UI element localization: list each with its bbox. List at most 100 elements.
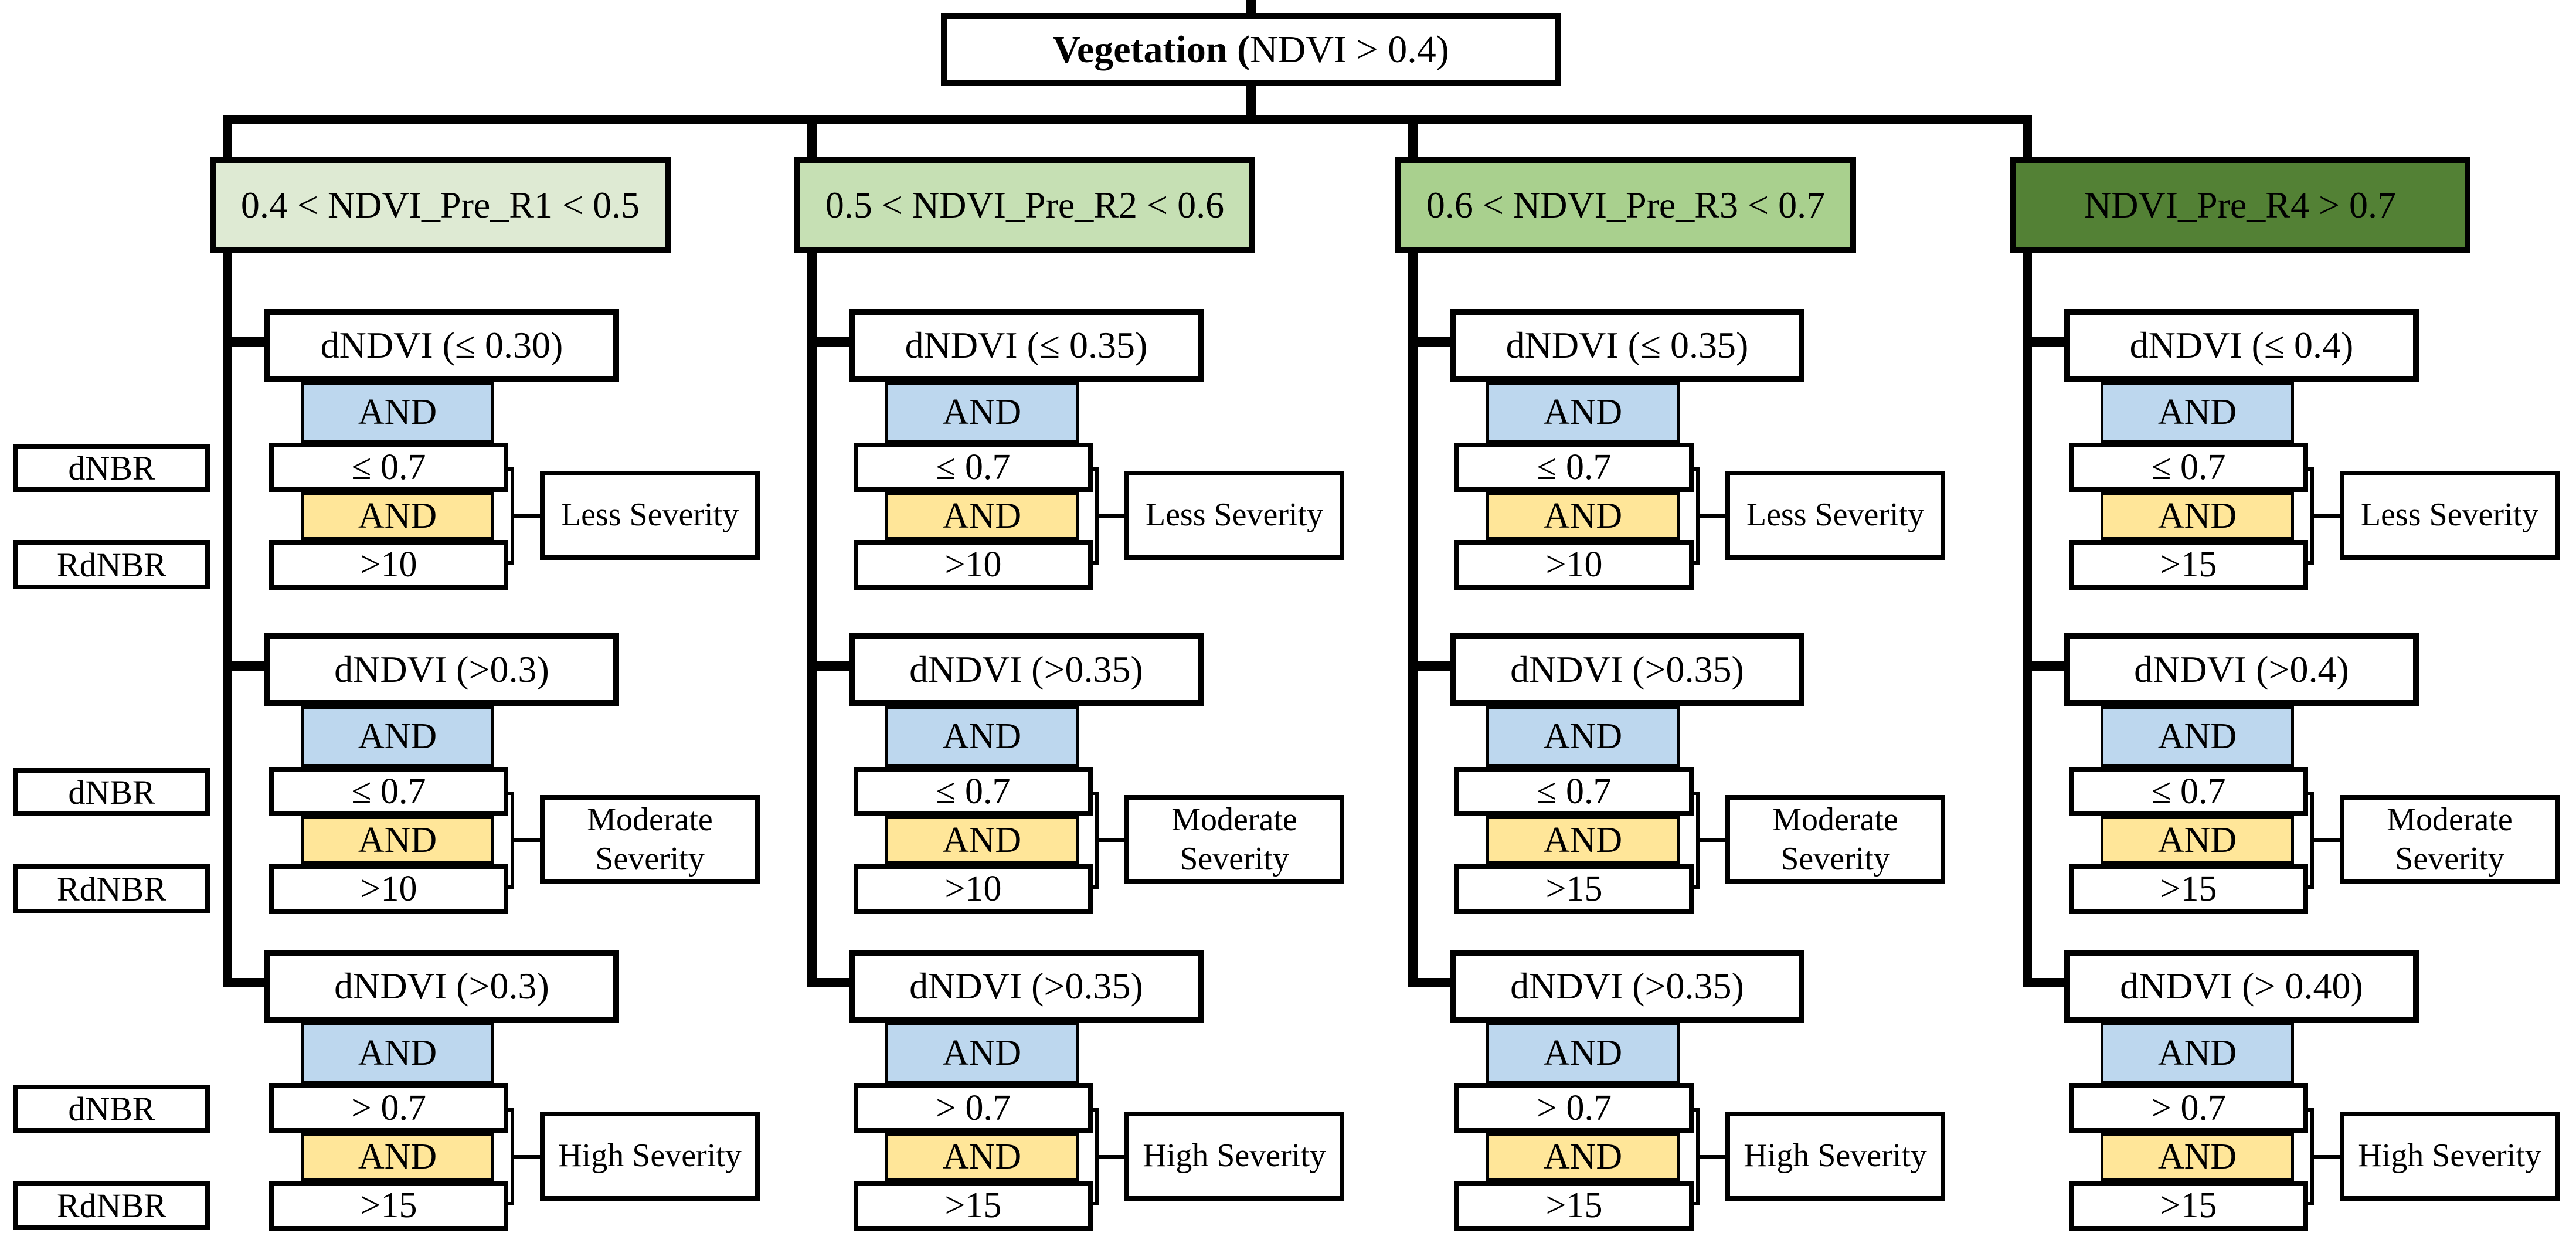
- dndvi-node: dNDVI (>0.35): [849, 950, 1204, 1023]
- and-operator: AND: [885, 706, 1079, 767]
- bracket-line: [1698, 514, 1727, 518]
- and-operator: AND: [2101, 1133, 2294, 1181]
- bracket-line: [1097, 514, 1126, 518]
- and-operator: AND: [301, 1023, 494, 1083]
- severity-node: High Severity: [1124, 1112, 1344, 1201]
- and-operator: AND: [1486, 706, 1680, 767]
- root-top-tick-line: [1246, 0, 1256, 14]
- bracket-line: [1698, 838, 1727, 842]
- and-operator: AND: [885, 492, 1079, 540]
- and-operator: AND: [1486, 1023, 1680, 1083]
- dnbr-index-label: dNBR: [13, 444, 210, 492]
- and-operator: AND: [301, 382, 494, 443]
- column4-branch1-stub-line: [2027, 337, 2068, 347]
- dnbr-threshold-node: > 0.7: [269, 1083, 508, 1133]
- root-node-vegetation: Vegetation (NDVI > 0.4): [941, 13, 1561, 86]
- dndvi-node: dNDVI (>0.35): [1450, 633, 1804, 706]
- dndvi-node: dNDVI (≤ 0.30): [264, 309, 619, 382]
- dnbr-threshold-node: ≤ 0.7: [269, 767, 508, 816]
- and-operator: AND: [1486, 492, 1680, 540]
- column1-drop-line: [223, 115, 232, 158]
- dnbr-index-label: dNBR: [13, 1085, 210, 1133]
- severity-node: Less Severity: [2340, 471, 2560, 560]
- column4-branch3-stub-line: [2027, 978, 2068, 987]
- bracket-line: [2313, 1155, 2341, 1159]
- column3-header-node: 0.6 < NDVI_Pre_R3 < 0.7: [1395, 157, 1856, 253]
- dnbr-threshold-node: ≤ 0.7: [1454, 767, 1694, 816]
- dndvi-node: dNDVI (>0.35): [1450, 950, 1804, 1023]
- severity-node: Moderate Severity: [2340, 795, 2560, 884]
- dnbr-threshold-node: ≤ 0.7: [2069, 443, 2308, 492]
- rdnbr-threshold-node: >15: [2069, 540, 2308, 590]
- dnbr-threshold-node: ≤ 0.7: [854, 443, 1093, 492]
- severity-node: High Severity: [1725, 1112, 1945, 1201]
- bracket-line: [2313, 838, 2341, 842]
- column1-branch2-stub-line: [227, 661, 269, 671]
- bracket-line: [2313, 514, 2341, 518]
- rdnbr-threshold-node: >10: [1454, 540, 1694, 590]
- and-operator: AND: [301, 492, 494, 540]
- column1-spine-line: [223, 252, 232, 987]
- rdnbr-threshold-node: >15: [1454, 864, 1694, 914]
- column1-branch1-stub-line: [227, 337, 269, 347]
- column1-branch3-stub-line: [227, 978, 269, 987]
- and-operator: AND: [885, 816, 1079, 864]
- bracket-line: [513, 838, 541, 842]
- rdnbr-threshold-node: >10: [854, 864, 1093, 914]
- column2-drop-line: [807, 115, 817, 158]
- dnbr-threshold-node: ≤ 0.7: [854, 767, 1093, 816]
- root-label: NDVI > 0.4): [1250, 28, 1449, 71]
- dnbr-threshold-node: > 0.7: [2069, 1083, 2308, 1133]
- column3-spine-line: [1408, 252, 1418, 987]
- and-operator: AND: [301, 816, 494, 864]
- rdnbr-threshold-node: >10: [269, 864, 508, 914]
- and-operator: AND: [2101, 492, 2294, 540]
- dnbr-threshold-node: ≤ 0.7: [2069, 767, 2308, 816]
- column1-header-node: 0.4 < NDVI_Pre_R1 < 0.5: [210, 157, 671, 253]
- rdnbr-threshold-node: >15: [854, 1181, 1093, 1231]
- rdnbr-threshold-node: >15: [269, 1181, 508, 1231]
- column4-header-node: NDVI_Pre_R4 > 0.7: [2010, 157, 2470, 253]
- rdnbr-index-label: RdNBR: [13, 540, 210, 589]
- severity-node: Moderate Severity: [540, 795, 760, 884]
- dndvi-node: dNDVI (≤ 0.35): [1450, 309, 1804, 382]
- root-label-bold: Vegetation (: [1052, 28, 1250, 71]
- dndvi-node: dNDVI (≤ 0.35): [849, 309, 1204, 382]
- and-operator: AND: [885, 1023, 1079, 1083]
- dndvi-node: dNDVI (>0.35): [849, 633, 1204, 706]
- and-operator: AND: [2101, 1023, 2294, 1083]
- and-operator: AND: [1486, 816, 1680, 864]
- dnbr-threshold-node: > 0.7: [854, 1083, 1093, 1133]
- dnbr-threshold-node: ≤ 0.7: [1454, 443, 1694, 492]
- severity-node: Less Severity: [1124, 471, 1344, 560]
- dnbr-threshold-node: > 0.7: [1454, 1083, 1694, 1133]
- bracket-line: [1698, 1155, 1727, 1159]
- column3-branch3-stub-line: [1413, 978, 1454, 987]
- dndvi-node: dNDVI (≤ 0.4): [2064, 309, 2419, 382]
- column4-spine-line: [2023, 252, 2032, 987]
- column2-branch2-stub-line: [812, 661, 853, 671]
- and-operator: AND: [2101, 706, 2294, 767]
- column4-drop-line: [2023, 115, 2032, 158]
- severity-node: Less Severity: [540, 471, 760, 560]
- rdnbr-threshold-node: >10: [854, 540, 1093, 590]
- bracket-line: [1097, 838, 1126, 842]
- and-operator: AND: [1486, 1133, 1680, 1181]
- and-operator: AND: [301, 1133, 494, 1181]
- column2-header-node: 0.5 < NDVI_Pre_R2 < 0.6: [794, 157, 1255, 253]
- rdnbr-index-label: RdNBR: [13, 1181, 210, 1230]
- bracket-line: [1097, 1155, 1126, 1159]
- bracket-line: [513, 514, 541, 518]
- dndvi-node: dNDVI (>0.3): [264, 950, 619, 1023]
- and-operator: AND: [2101, 382, 2294, 443]
- column2-spine-line: [807, 252, 817, 987]
- column2-branch3-stub-line: [812, 978, 853, 987]
- column3-branch2-stub-line: [1413, 661, 1454, 671]
- and-operator: AND: [885, 1133, 1079, 1181]
- rdnbr-index-label: RdNBR: [13, 864, 210, 913]
- dndvi-node: dNDVI (>0.3): [264, 633, 619, 706]
- column3-drop-line: [1408, 115, 1418, 158]
- severity-node: High Severity: [2340, 1112, 2560, 1201]
- severity-node: Moderate Severity: [1725, 795, 1945, 884]
